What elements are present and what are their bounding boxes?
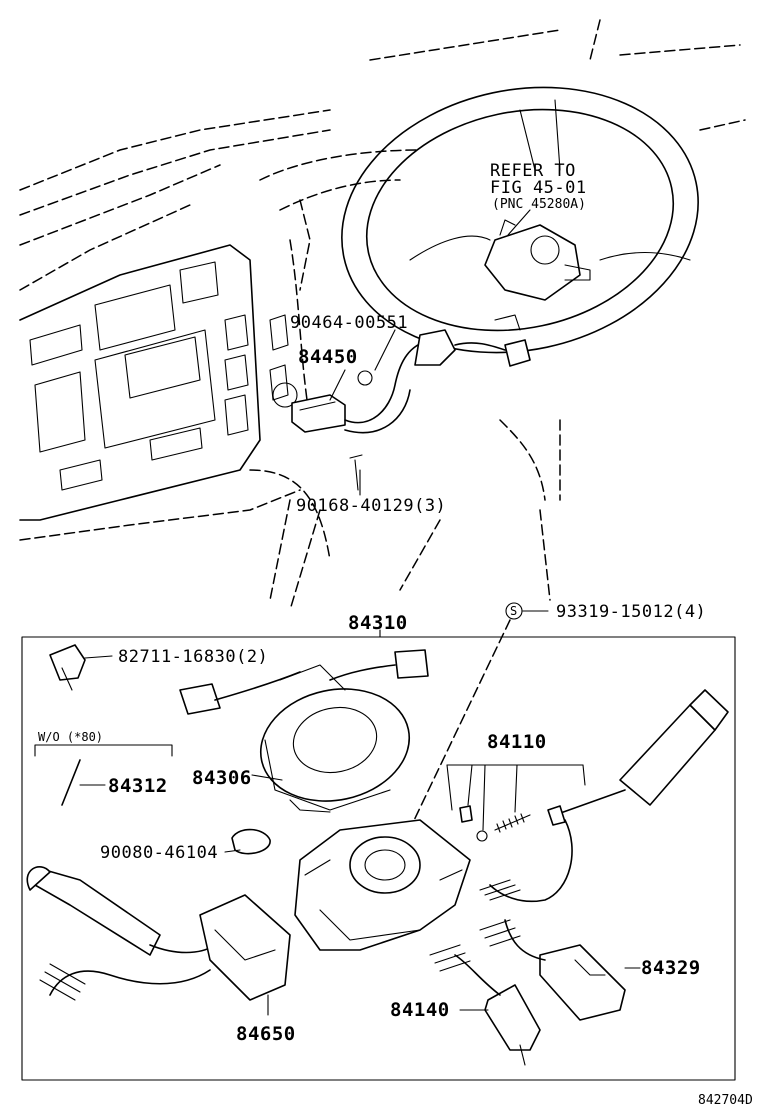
label-84312: 84312 bbox=[108, 775, 168, 797]
steering-wheel-illustration bbox=[341, 86, 699, 354]
switch-84329 bbox=[479, 919, 641, 1021]
label-84306: 84306 bbox=[192, 767, 252, 789]
wiper-switch-84650 bbox=[26, 866, 291, 1016]
label-93319-15012: 93319-15012(4) bbox=[556, 602, 706, 622]
label-90168-40129: 90168-40129(3) bbox=[296, 496, 446, 516]
wo-note: W/O (*80) bbox=[38, 730, 103, 744]
refer-note-line3: (PNC 45280A) bbox=[492, 197, 586, 212]
label-84329: 84329 bbox=[641, 957, 701, 979]
assembly-frame bbox=[21, 629, 736, 1081]
label-84450: 84450 bbox=[298, 346, 358, 368]
switch-84140 bbox=[429, 944, 541, 1066]
label-90464-00551: 90464-00551 bbox=[290, 313, 408, 333]
clamp-90080 bbox=[224, 828, 271, 855]
label-84650: 84650 bbox=[236, 1023, 296, 1045]
screw-symbol-label: S bbox=[510, 604, 517, 618]
refer-note-line2: FIG 45-01 bbox=[490, 178, 587, 198]
screw-90168 bbox=[349, 454, 363, 491]
figure-id: 842704D bbox=[698, 1093, 753, 1108]
screw-symbol-93319 bbox=[505, 602, 523, 620]
combination-switch-body bbox=[294, 819, 471, 951]
label-84110: 84110 bbox=[487, 731, 547, 753]
label-84310: 84310 bbox=[348, 612, 408, 634]
wo-bracket bbox=[34, 744, 173, 757]
spiral-cable-84306 bbox=[179, 649, 429, 813]
label-90080-46104: 90080-46104 bbox=[100, 843, 218, 863]
turn-switch-84110 bbox=[446, 689, 729, 903]
clip-82711 bbox=[49, 644, 113, 691]
refer-note-line1: REFER TO bbox=[490, 161, 576, 181]
label-84140: 84140 bbox=[390, 999, 450, 1021]
dashboard-illustration bbox=[19, 19, 746, 611]
label-82711-16830: 82711-16830(2) bbox=[118, 647, 268, 667]
rod-84312 bbox=[61, 759, 81, 806]
connector-84450 bbox=[291, 314, 531, 434]
